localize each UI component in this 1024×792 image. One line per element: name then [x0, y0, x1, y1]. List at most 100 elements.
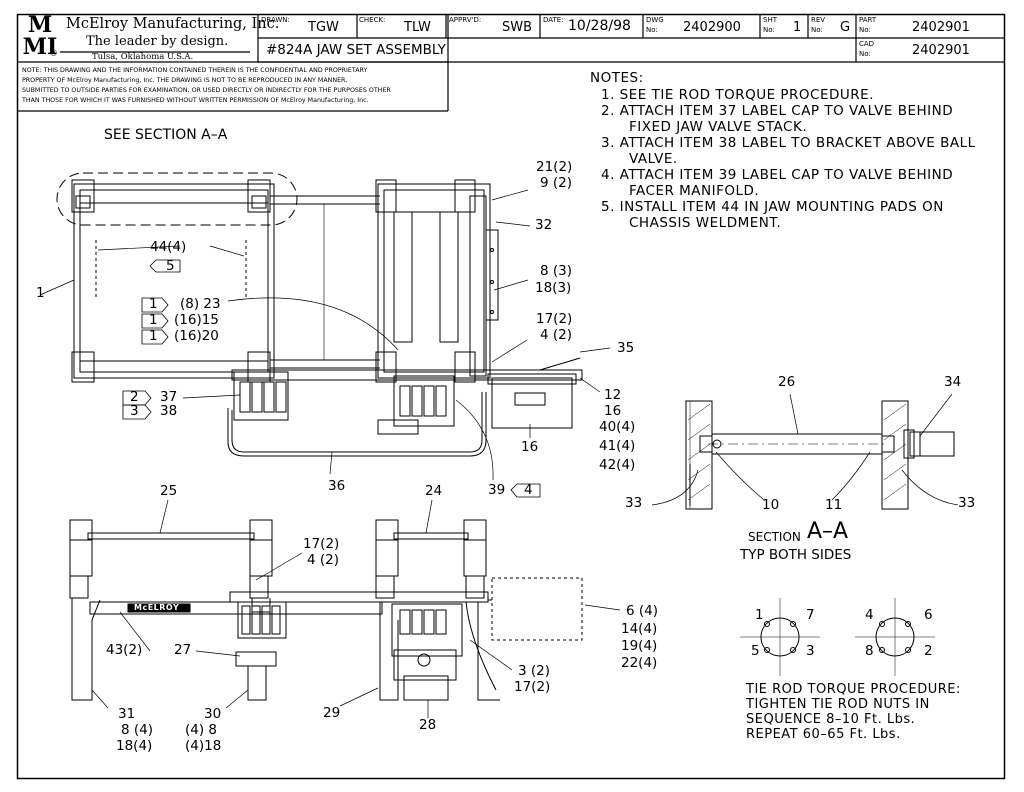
callout-41: 41(4): [599, 438, 636, 454]
note-5: 5. INSTALL ITEM 44 IN JAW MOUNTING PADS …: [601, 199, 944, 215]
section-callout-33-left: 33: [625, 495, 643, 511]
section-title-small: SECTION: [748, 530, 801, 544]
note-5-cont: CHASSIS WELDMENT.: [629, 215, 782, 231]
note-3: 3. ATTACH ITEM 38 LABEL TO BRACKET ABOVE…: [601, 135, 976, 151]
note-2-cont: FIXED JAW VALVE STACK.: [629, 119, 808, 135]
callout-4-8: (4) 8: [185, 722, 218, 738]
note-flag-1c: 1: [149, 328, 158, 344]
note-flag-5: 5: [166, 258, 175, 274]
callout-4-2: 4 (2): [540, 327, 573, 343]
torque-left-5: 5: [751, 643, 760, 659]
callout-35: 35: [617, 340, 635, 356]
note-3-cont: VALVE.: [629, 151, 678, 167]
top-leaders: [39, 189, 611, 481]
date-label: DATE:: [543, 16, 564, 24]
callout-16: 16: [604, 403, 622, 419]
torque-right-4: 4: [865, 607, 874, 623]
note-flag-4: 4: [524, 482, 533, 498]
callout-16b: 16: [521, 439, 539, 455]
top-view: [56, 172, 583, 457]
sheet-border: [16, 13, 1006, 780]
callout-31: 31: [118, 706, 136, 722]
mcelroy-brand-plate: McELROY: [134, 603, 180, 612]
part-label-2: No:: [859, 26, 871, 34]
confidential-note-line-3: SUBMITTED TO OUTSIDE PARTIES FOR EXAMINA…: [22, 87, 391, 94]
callout-42: 42(4): [599, 457, 636, 473]
cad-label-1: CAD: [859, 40, 875, 48]
torque-procedure-title: TIE ROD TORQUE PROCEDURE:: [746, 682, 961, 697]
callout-39: 39: [488, 482, 506, 498]
torque-right-8: 8: [865, 643, 874, 659]
callout-1: 1: [36, 285, 45, 301]
section-callout-11: 11: [825, 497, 843, 513]
date-value: 10/28/98: [568, 18, 631, 34]
title-block-grid: [17, 14, 1005, 112]
callout-27: 27: [174, 642, 192, 658]
callout-40: 40(4): [599, 419, 636, 435]
section-callout-34: 34: [944, 374, 962, 390]
torque-left-7: 7: [806, 607, 815, 623]
logo-letter-top: M: [27, 12, 53, 38]
callout-19: 19(4): [621, 638, 658, 654]
callout-14: 14(4): [621, 621, 658, 637]
callout-17-2c: 17(2): [514, 679, 551, 695]
part-label-1: PART: [859, 16, 877, 24]
registered-mark: ®: [49, 49, 58, 59]
callout-30: 30: [204, 706, 222, 722]
torque-left-3: 3: [806, 643, 815, 659]
callout-36: 36: [328, 478, 346, 494]
callout-12: 12: [604, 387, 622, 403]
drawn-label: DRAWN:: [261, 16, 290, 24]
callout-4-18: (4)18: [185, 738, 222, 754]
callout-25: 25: [160, 483, 178, 499]
dwg-label-1: DWG: [646, 16, 664, 24]
torque-left-1: 1: [755, 607, 764, 623]
confidential-note-line-4: THAN THOSE FOR WHICH IT WAS FURNISHED WI…: [22, 97, 369, 104]
confidential-note-line-2: PROPERTY OF McElroy Manufacturing, Inc. …: [22, 77, 348, 84]
note-flag-2: 2: [130, 389, 139, 405]
callout-3-2: 3 (2): [518, 663, 551, 679]
note-2: 2. ATTACH ITEM 37 LABEL CAP TO VALVE BEH…: [601, 103, 954, 119]
callout-28: 28: [419, 717, 437, 733]
front-view: [69, 519, 583, 701]
callout-24: 24: [425, 483, 443, 499]
note-flag-1b: 1: [149, 312, 158, 328]
section-leaders: [651, 393, 959, 506]
apprvd-label: APPRV'D:: [449, 16, 482, 24]
note-4-cont: FACER MANIFOLD.: [629, 183, 760, 199]
torque-procedure-line-3: REPEAT 60–65 Ft. Lbs.: [746, 727, 901, 742]
callout-16-20: (16)20: [174, 328, 219, 344]
callout-4-2b: 4 (2): [307, 552, 340, 568]
section-a-a-drawing: [685, 400, 955, 510]
torque-right-2: 2: [924, 643, 933, 659]
rev-label-2: No:: [811, 26, 823, 34]
note-1: 1. SEE TIE ROD TORQUE PROCEDURE.: [601, 87, 874, 103]
callout-44: 44(4): [150, 239, 187, 255]
callout-29: 29: [323, 705, 341, 721]
section-title-big: A–A: [807, 519, 849, 544]
callout-16-15: (16)15: [174, 312, 219, 328]
callout-18-3: 18(3): [535, 280, 572, 296]
see-section-label: SEE SECTION A–A: [104, 127, 228, 143]
callout-17-2b: 17(2): [303, 536, 340, 552]
company-location: Tulsa, Oklahoma U.S.A.: [92, 52, 194, 62]
front-leaders: [91, 499, 621, 718]
callout-21: 21(2): [536, 159, 573, 175]
part-number: 2402901: [912, 20, 970, 35]
callout-6: 6 (4): [626, 603, 659, 619]
dwg-number: 2402900: [683, 20, 741, 35]
callout-8-3: 8 (3): [540, 263, 573, 279]
note-4: 4. ATTACH ITEM 39 LABEL CAP TO VALVE BEH…: [601, 167, 954, 183]
drawn-value: TGW: [308, 20, 339, 35]
callout-8-23: (8) 23: [180, 296, 221, 312]
section-callout-33-right: 33: [958, 495, 976, 511]
note-flag-1a: 1: [149, 296, 158, 312]
callout-32: 32: [535, 217, 553, 233]
callout-37: 37: [160, 389, 178, 405]
section-callout-10: 10: [762, 497, 780, 513]
dwg-label-2: No:: [646, 26, 658, 34]
check-value: TLW: [404, 20, 431, 35]
cad-number: 2402901: [912, 43, 970, 58]
